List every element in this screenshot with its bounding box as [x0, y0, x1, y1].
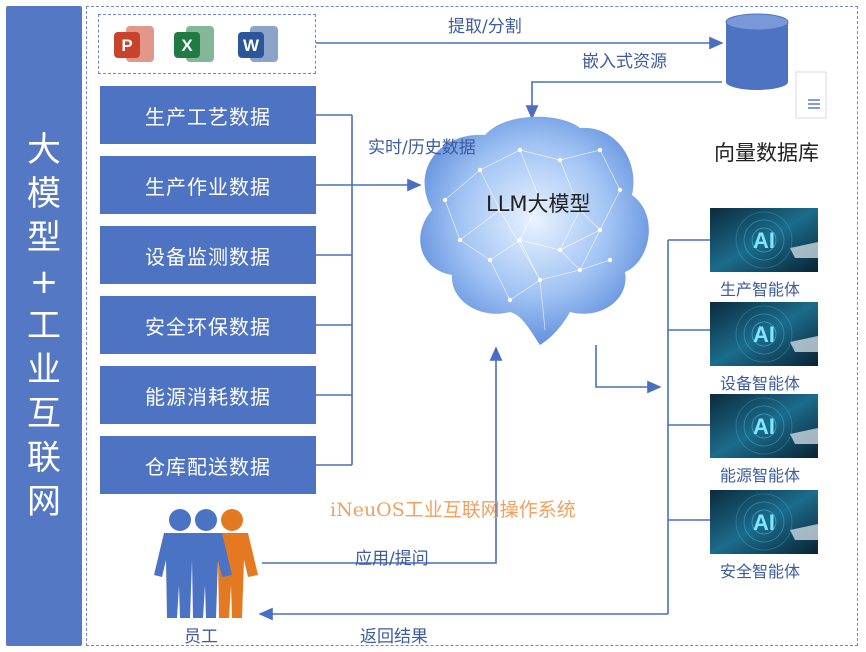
data-source-box: 能源消耗数据 [100, 366, 316, 424]
realtime-label: 实时/历史数据 [368, 138, 476, 158]
powerpoint-icon: P [112, 22, 156, 66]
data-source-box: 安全环保数据 [100, 296, 316, 354]
agent-label: 设备智能体 [720, 374, 801, 393]
vector-db-label: 向量数据库 [714, 141, 819, 165]
svg-text:W: W [243, 36, 260, 55]
word-icon: W [236, 22, 280, 66]
sidebar-title: 大模型+工业互联网 [6, 6, 82, 646]
return-label: 返回结果 [360, 627, 428, 647]
extract-label: 提取/分割 [448, 17, 522, 37]
svg-text:X: X [181, 36, 193, 55]
apply-label: 应用/提问 [355, 549, 429, 569]
llm-label: LLM大模型 [486, 192, 591, 216]
embed-label: 嵌入式资源 [582, 52, 667, 72]
staff-label: 员工 [184, 627, 218, 647]
main-frame [86, 6, 858, 646]
excel-icon: X [172, 22, 216, 66]
office-apps-box [98, 14, 316, 74]
sidebar-char: 大 [27, 130, 61, 170]
agent-label: 安全智能体 [720, 562, 801, 581]
sidebar-char: 互 [27, 394, 61, 434]
data-source-box: 设备监测数据 [100, 226, 316, 284]
sidebar-char: 联 [27, 438, 61, 478]
sidebar-char: 业 [27, 350, 61, 390]
svg-text:P: P [121, 36, 132, 55]
agent-label: 生产智能体 [720, 280, 801, 299]
sidebar-char: 网 [27, 482, 61, 522]
sidebar-char: 模 [27, 174, 61, 214]
data-source-box: 生产工艺数据 [100, 86, 316, 144]
system-name: iNeuOS工业互联网操作系统 [330, 499, 576, 521]
sidebar-char: 工 [27, 306, 61, 346]
data-source-box: 生产作业数据 [100, 156, 316, 214]
agent-label: 能源智能体 [720, 466, 801, 485]
data-source-box: 仓库配送数据 [100, 436, 316, 494]
sidebar-char: + [29, 262, 59, 302]
sidebar-char: 型 [27, 218, 61, 258]
